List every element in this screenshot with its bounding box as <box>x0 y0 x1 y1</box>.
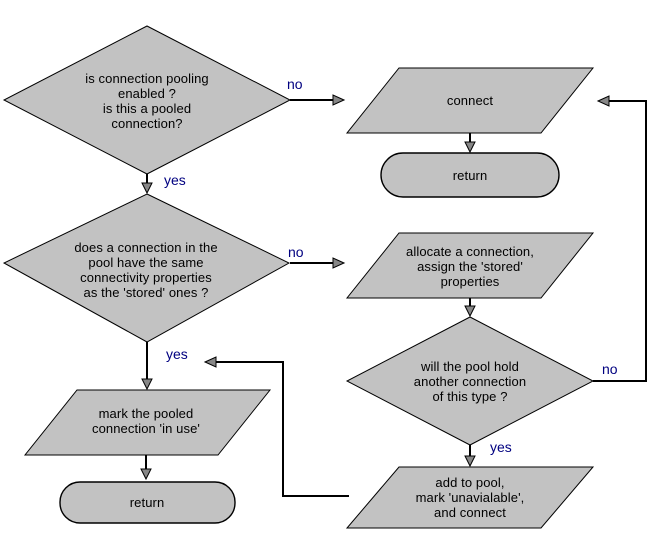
io-connect-text: connect <box>446 93 494 108</box>
io-allocate-connection-text: allocate a connection, assign the 'store… <box>406 244 534 289</box>
decision-pool-hold <box>345 316 595 446</box>
arrowhead-into-return-top <box>464 141 476 154</box>
decision-same-properties <box>2 193 291 343</box>
label-pooling-yes: yes <box>164 172 186 188</box>
io-connect <box>345 67 595 134</box>
io-mark-in-use <box>23 389 272 456</box>
io-allocate-connection <box>345 232 595 299</box>
io-mark-in-use-text: mark the pooled connection 'in use' <box>91 406 201 436</box>
label-pooling-no: no <box>287 76 303 92</box>
arrowhead-into-pool-hold <box>464 305 476 318</box>
label-poolhold-no: no <box>602 361 618 377</box>
arrowhead-into-connect <box>332 94 346 106</box>
label-properties-no: no <box>288 244 304 260</box>
decision-pool-hold-text: will the pool hold another connection of… <box>413 359 527 404</box>
edge-addpool-join <box>213 361 349 497</box>
label-properties-yes: yes <box>166 346 188 362</box>
terminator-return-bottom <box>59 481 236 524</box>
arrowhead-loop-into-connect <box>596 95 610 107</box>
decision-pooling-enabled <box>2 25 292 175</box>
arrowhead-into-return-bottom <box>140 468 152 481</box>
label-poolhold-yes: yes <box>490 439 512 455</box>
arrowhead-into-add-to-pool <box>464 455 476 468</box>
edge-poolhold-no-loop <box>593 100 647 382</box>
io-add-to-pool <box>345 466 595 529</box>
arrowhead-addpool-join <box>203 356 217 368</box>
arrowhead-into-allocate <box>332 257 346 269</box>
arrowhead-into-mark-in-use <box>141 378 153 391</box>
terminator-return-top-text: return <box>452 168 488 183</box>
io-add-to-pool-text: add to pool, mark 'unavialable', and con… <box>415 475 525 520</box>
arrowhead-into-properties <box>141 182 153 195</box>
decision-pooling-enabled-text: is connection pooling enabled ? is this … <box>85 71 209 131</box>
terminator-return-bottom-text: return <box>129 495 165 510</box>
decision-same-properties-text: does a connection in the pool have the s… <box>74 240 218 300</box>
